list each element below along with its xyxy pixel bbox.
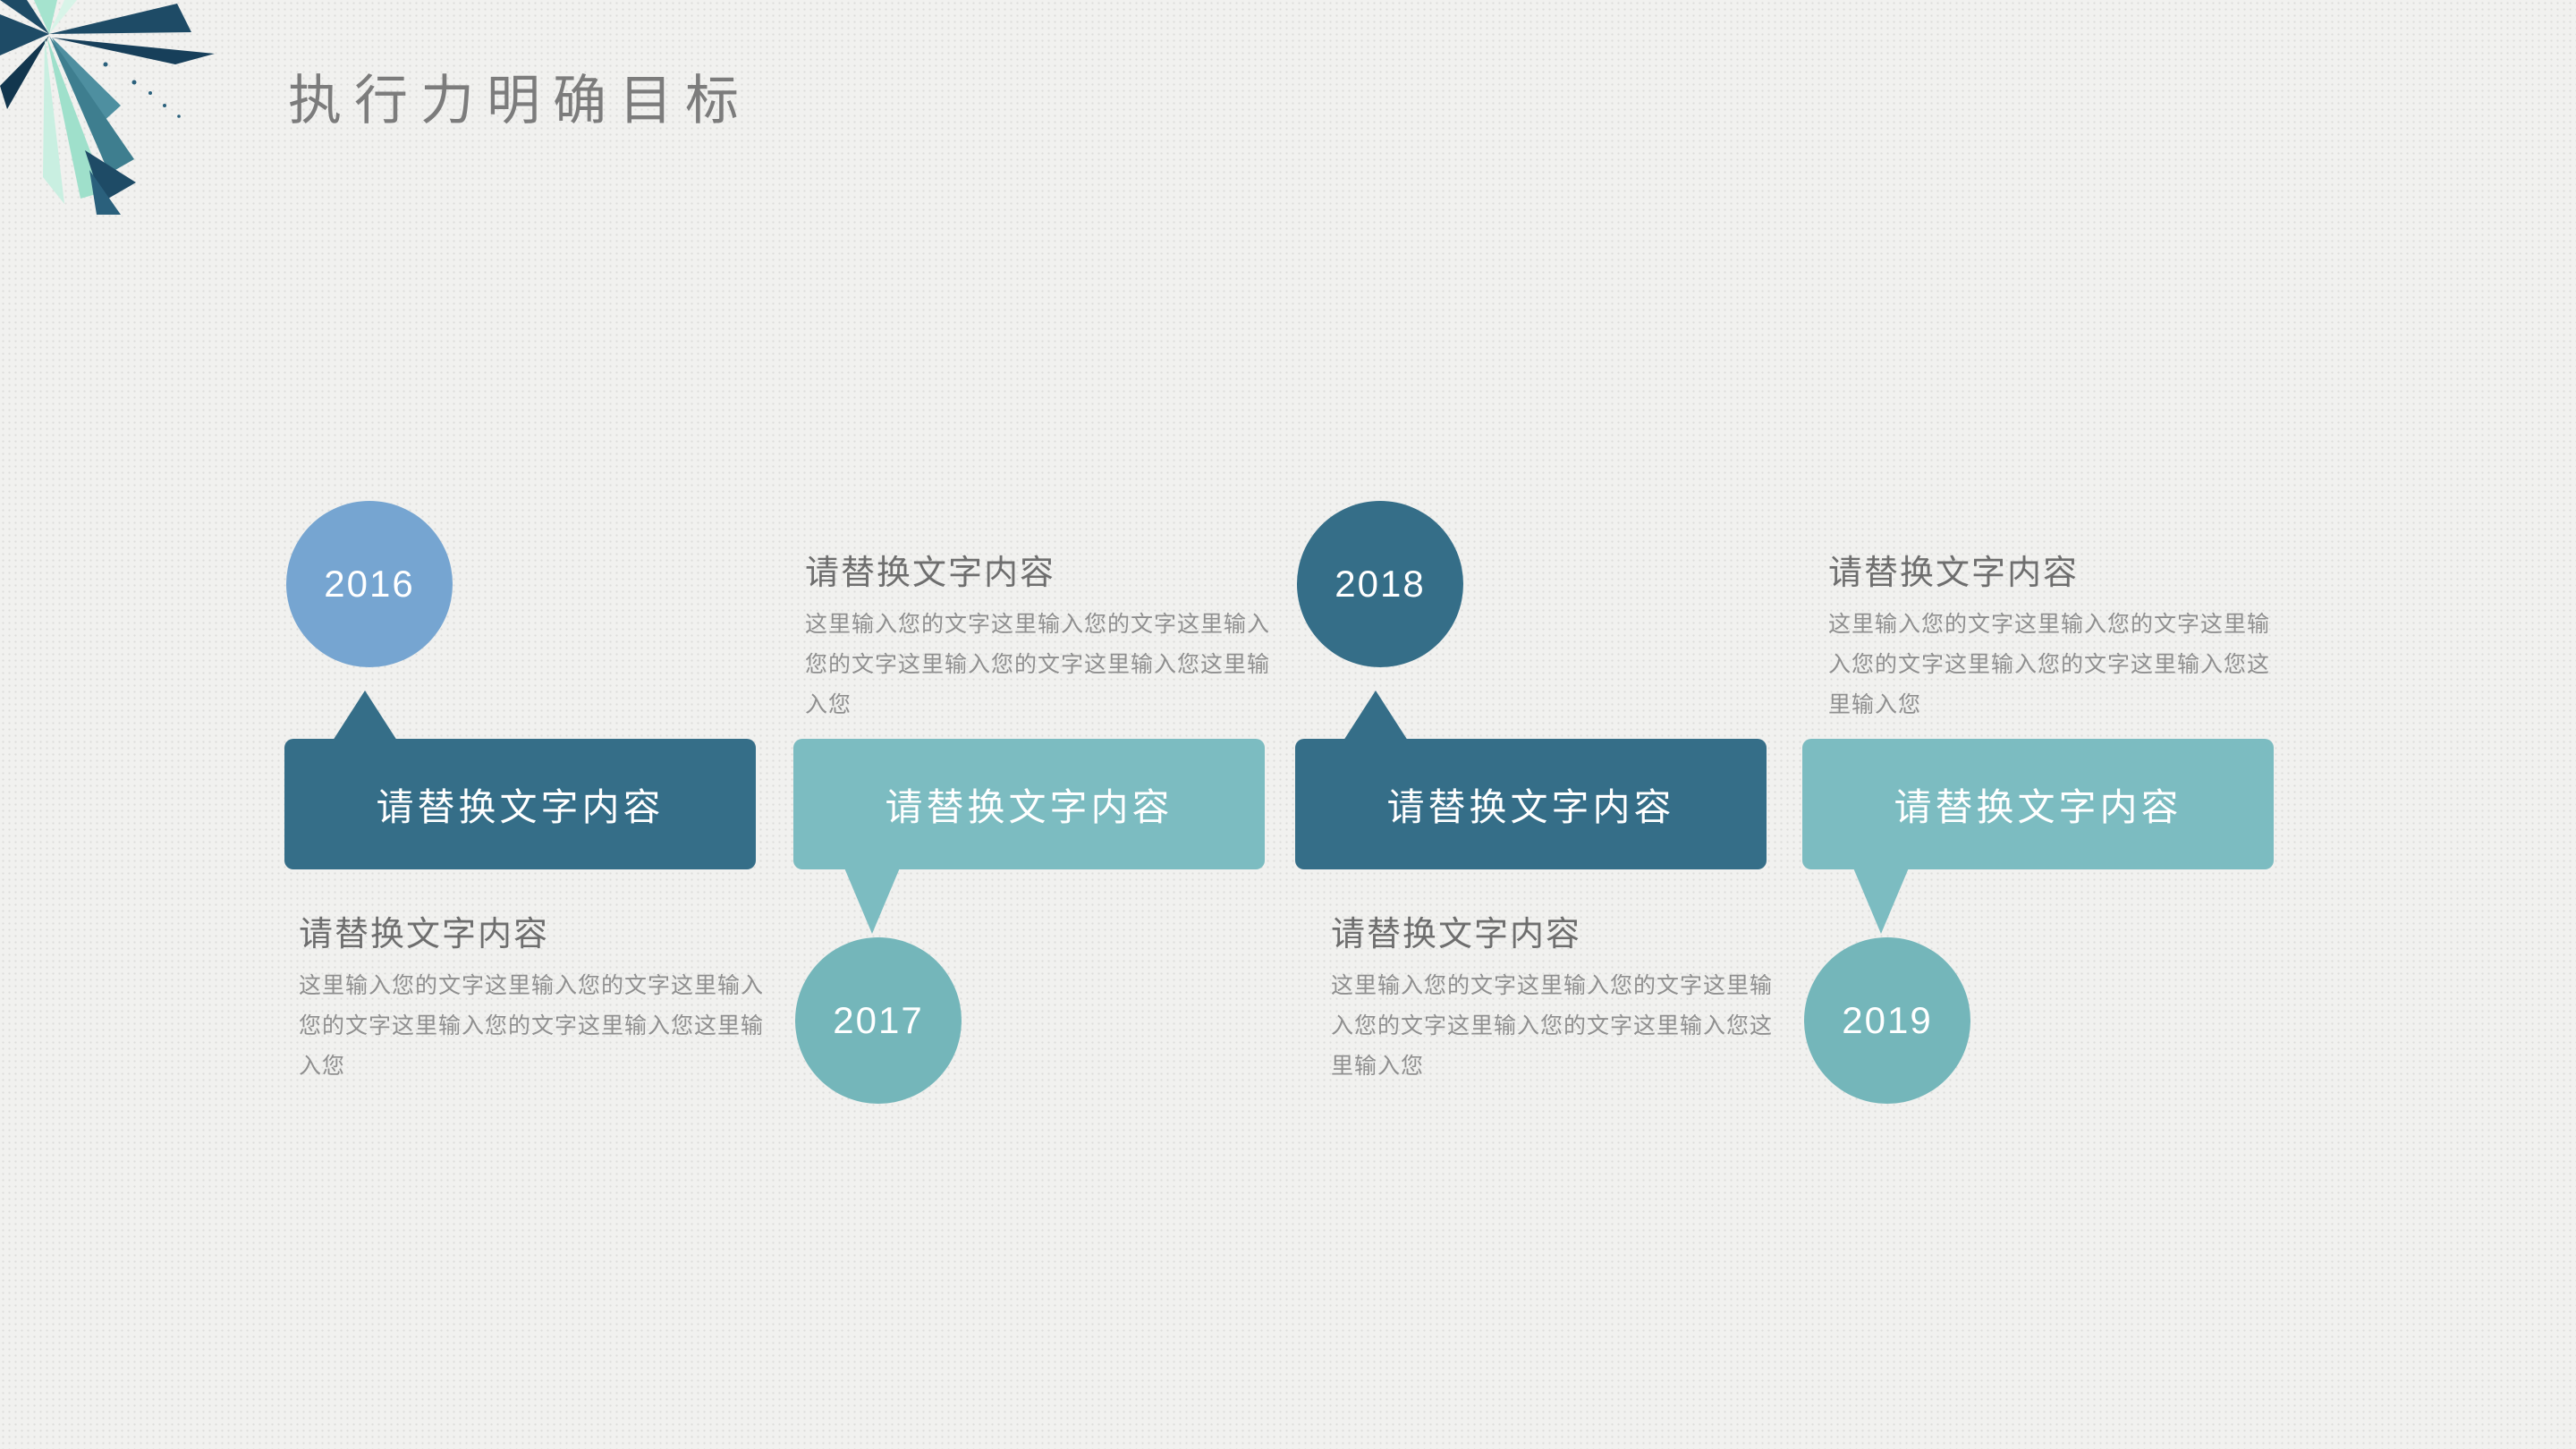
- callout-box[interactable]: 请替换文字内容: [284, 739, 756, 869]
- detail-text-block[interactable]: 请替换文字内容 这里输入您的文字这里输入您的文字这里输入 您的文字这里输入您的文…: [805, 553, 1275, 725]
- detail-heading: 请替换文字内容: [1331, 914, 1783, 955]
- detail-line: 这里输入您的文字这里输入您的文字这里输: [1331, 966, 1783, 1006]
- callout-tail-down: [1852, 866, 1910, 934]
- detail-heading: 请替换文字内容: [1828, 553, 2280, 594]
- year-circle[interactable]: 2016: [286, 501, 453, 667]
- detail-line: 这里输入您的文字这里输入您的文字这里输: [1828, 605, 2280, 645]
- callout-tail-up: [1343, 691, 1408, 741]
- year-label: 2016: [324, 563, 414, 606]
- year-label: 2019: [1842, 999, 1932, 1042]
- callout-box-label: 请替换文字内容: [1386, 777, 1674, 832]
- callout-box[interactable]: 请替换文字内容: [1295, 739, 1767, 869]
- timeline-item: 请替换文字内容 这里输入您的文字这里输入您的文字这里输入 您的文字这里输入您的文…: [793, 501, 1267, 1118]
- detail-line: 里输入您: [1331, 1046, 1783, 1087]
- detail-text-block[interactable]: 请替换文字内容 这里输入您的文字这里输入您的文字这里输 入您的文字这里输入您的文…: [1828, 553, 2280, 725]
- timeline-item: 请替换文字内容 这里输入您的文字这里输入您的文字这里输 入您的文字这里输入您的文…: [1802, 501, 2276, 1118]
- year-label: 2018: [1335, 563, 1425, 606]
- detail-line: 里输入您: [1828, 685, 2280, 725]
- detail-body: 这里输入您的文字这里输入您的文字这里输 入您的文字这里输入您的文字这里输入您这 …: [1331, 966, 1783, 1087]
- year-label: 2017: [833, 999, 923, 1042]
- detail-heading: 请替换文字内容: [299, 914, 768, 955]
- callout-box[interactable]: 请替换文字内容: [1802, 739, 2274, 869]
- detail-heading: 请替换文字内容: [805, 553, 1275, 594]
- callout-box-label: 请替换文字内容: [376, 777, 664, 832]
- callout-box-label: 请替换文字内容: [885, 777, 1173, 832]
- detail-line: 您的文字这里输入您的文字这里输入您这里输: [805, 645, 1275, 685]
- starburst-icon: [0, 0, 224, 224]
- detail-line: 入您: [299, 1046, 768, 1087]
- detail-line: 这里输入您的文字这里输入您的文字这里输入: [805, 605, 1275, 645]
- callout-box[interactable]: 请替换文字内容: [793, 739, 1265, 869]
- detail-text-block[interactable]: 请替换文字内容 这里输入您的文字这里输入您的文字这里输入 您的文字这里输入您的文…: [299, 914, 768, 1087]
- callout-box-label: 请替换文字内容: [1894, 777, 2182, 832]
- detail-line: 入您的文字这里输入您的文字这里输入您这: [1828, 645, 2280, 685]
- detail-line: 入您: [805, 685, 1275, 725]
- detail-body: 这里输入您的文字这里输入您的文字这里输入 您的文字这里输入您的文字这里输入您这里…: [299, 966, 768, 1087]
- callout-tail-up: [333, 691, 397, 741]
- detail-line: 入您的文字这里输入您的文字这里输入您这: [1331, 1006, 1783, 1046]
- callout-tail-down: [843, 866, 901, 934]
- year-circle[interactable]: 2018: [1297, 501, 1463, 667]
- timeline-item: 2018 请替换文字内容 请替换文字内容 这里输入您的文字这里输入您的文字这里输…: [1295, 501, 1769, 1118]
- detail-body: 这里输入您的文字这里输入您的文字这里输 入您的文字这里输入您的文字这里输入您这 …: [1828, 605, 2280, 725]
- detail-line: 这里输入您的文字这里输入您的文字这里输入: [299, 966, 768, 1006]
- page-title[interactable]: 执行力明确目标: [288, 73, 751, 129]
- detail-body: 这里输入您的文字这里输入您的文字这里输入 您的文字这里输入您的文字这里输入您这里…: [805, 605, 1275, 725]
- detail-line: 您的文字这里输入您的文字这里输入您这里输: [299, 1006, 768, 1046]
- detail-text-block[interactable]: 请替换文字内容 这里输入您的文字这里输入您的文字这里输 入您的文字这里输入您的文…: [1331, 914, 1783, 1087]
- year-circle[interactable]: 2017: [795, 937, 962, 1104]
- year-circle[interactable]: 2019: [1804, 937, 1970, 1104]
- timeline-item: 2016 请替换文字内容 请替换文字内容 这里输入您的文字这里输入您的文字这里输…: [284, 501, 758, 1118]
